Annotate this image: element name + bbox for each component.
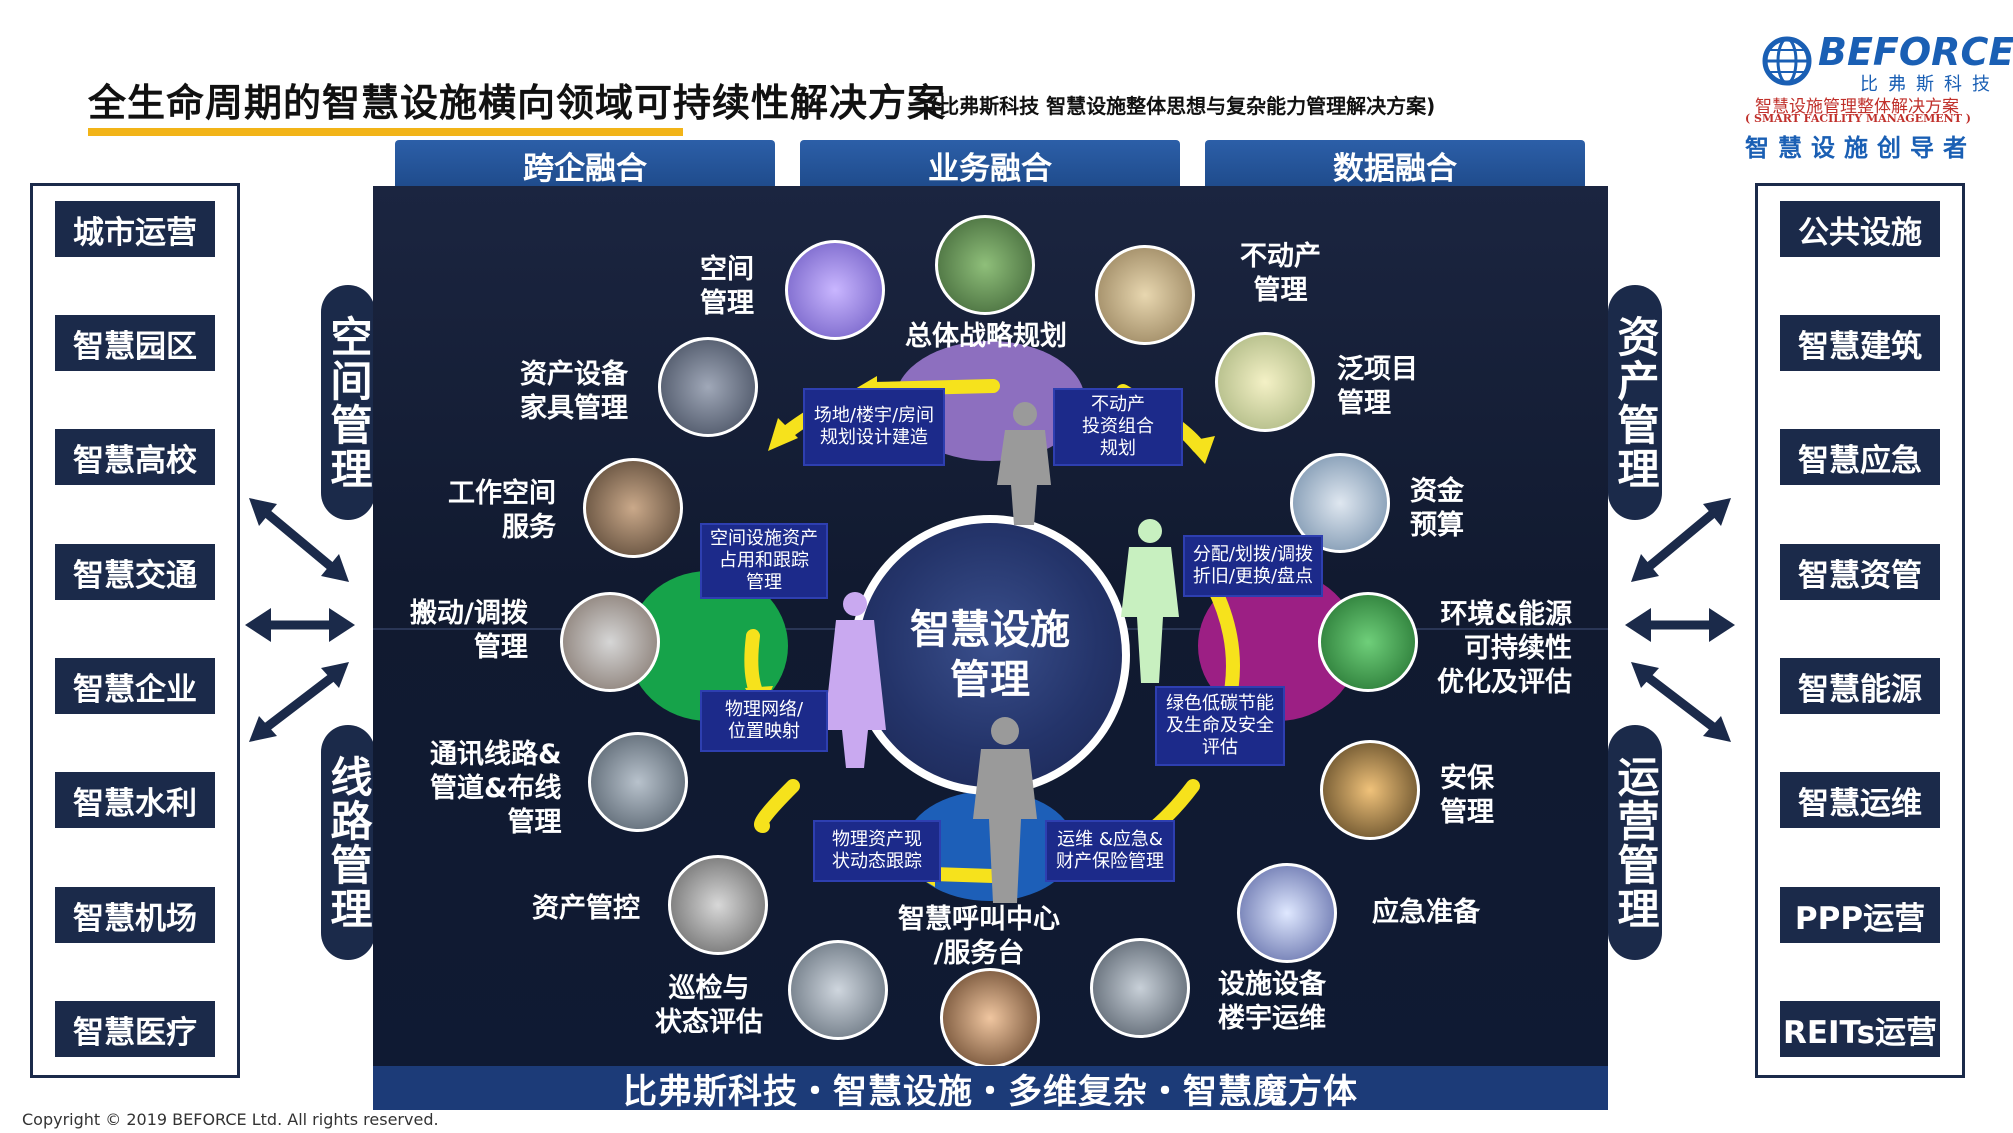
logo-tagline-en: ( SMART FACILITY MANAGEMENT ) — [1745, 112, 1971, 125]
logo-brand: BEFORCE — [1818, 30, 2013, 74]
right-item-7[interactable]: REITs运营 — [1780, 1001, 1940, 1057]
box-network-mapping: 物理网络/ 位置映射 — [700, 690, 828, 752]
logo-slogan: 智慧设施创导者 — [1745, 134, 1976, 162]
label-asset-furniture: 资产设备 家具管理 — [520, 359, 628, 424]
right-item-2[interactable]: 智慧应急 — [1780, 429, 1940, 485]
lightning-photo — [1237, 863, 1337, 963]
recycle-photo — [1318, 592, 1418, 692]
label-inspection: 巡检与 状态评估 — [655, 973, 763, 1038]
pill-asset-label: 资产管理 — [1611, 314, 1660, 491]
left-item-2[interactable]: 智慧高校 — [55, 429, 215, 485]
move-photo — [560, 592, 660, 692]
double-arrow-icon — [258, 505, 340, 575]
box-site-planning: 场地/楼宇/房间 规划设计建造 — [803, 388, 945, 466]
logo-tagline: 智慧设施管理整体解决方案 — [1755, 97, 1959, 117]
label-space-management: 空间 管理 — [700, 254, 754, 319]
right-item-0[interactable]: 公共设施 — [1780, 201, 1940, 257]
workspace-photo — [583, 458, 683, 558]
pill-ops-management: 运营管理 — [1608, 725, 1662, 960]
person-silhouette-icon — [1121, 519, 1179, 683]
label-strategy: 总体战略规划 — [905, 321, 1067, 352]
project-photo — [1215, 332, 1315, 432]
person-silhouette-icon — [997, 402, 1051, 525]
left-item-0[interactable]: 城市运营 — [55, 201, 215, 257]
security-photo — [1320, 740, 1420, 840]
logo — [1762, 30, 2002, 165]
box-green-eval: 绿色低碳节能 及生命及安全 评估 — [1155, 686, 1285, 766]
page-subtitle: (比弗斯科技 智慧设施整体思想与复杂能力管理解决方案) — [930, 94, 1436, 118]
left-item-7[interactable]: 智慧医疗 — [55, 1001, 215, 1057]
box-ops-insurance: 运维 &应急& 财产保险管理 — [1045, 820, 1175, 882]
label-real-estate: 不动产 管理 — [1240, 241, 1321, 306]
label-env-energy: 环境&能源 可持续性 优化及评估 — [1437, 599, 1572, 698]
center-label-line1: 智慧设施 — [910, 607, 1070, 653]
center-label-line2: 管理 — [950, 657, 1030, 703]
pill-line-label: 线路管理 — [324, 754, 373, 931]
left-item-4[interactable]: 智慧企业 — [55, 658, 215, 714]
right-item-4[interactable]: 智慧能源 — [1780, 658, 1940, 714]
box-space-tracking: 空间设施资产 占用和跟踪 管理 — [700, 523, 828, 599]
right-arrows — [1625, 498, 1735, 742]
space-photo — [785, 240, 885, 340]
label-asset-control: 资产管控 — [532, 893, 640, 924]
right-item-3[interactable]: 智慧资管 — [1780, 544, 1940, 600]
label-facility-ops: 设施设备 楼宇运维 — [1218, 969, 1326, 1034]
page-title: 全生命周期的智慧设施横向领域可持续性解决方案 — [88, 81, 947, 125]
inspection-photo — [788, 940, 888, 1040]
computer-photo — [668, 855, 768, 955]
right-item-5[interactable]: 智慧运维 — [1780, 772, 1940, 828]
label-fund-budget: 资金 预算 — [1410, 476, 1464, 541]
box-allocation: 分配/划拨/调拨 折旧/更换/盘点 — [1183, 535, 1323, 597]
left-item-3[interactable]: 智慧交通 — [55, 544, 215, 600]
person-silhouette-icon — [973, 717, 1037, 903]
label-telecom: 通讯线路& 管道&布线 管理 — [430, 739, 562, 838]
globe-icon — [1762, 36, 1812, 86]
footer-band: 比弗斯科技・智慧设施・多维复杂・智慧魔方体 — [373, 1066, 1608, 1112]
copyright: Copyright © 2019 BEFORCE Ltd. All rights… — [22, 1110, 439, 1129]
person-silhouette-icon — [824, 592, 886, 768]
pill-asset-management: 资产管理 — [1608, 285, 1662, 520]
maintenance-photo — [1090, 938, 1190, 1038]
label-security: 安保 管理 — [1440, 763, 1494, 828]
right-item-6[interactable]: PPP运营 — [1780, 887, 1940, 943]
left-item-1[interactable]: 智慧园区 — [55, 315, 215, 371]
box-asset-tracking: 物理资产现 状动态跟踪 — [813, 820, 941, 882]
office-photo — [658, 337, 758, 437]
left-item-6[interactable]: 智慧机场 — [55, 887, 215, 943]
telecom-photo — [588, 732, 688, 832]
building-photo — [1095, 245, 1195, 345]
label-pan-project: 泛项目 管理 — [1337, 354, 1418, 419]
campus-photo — [935, 215, 1035, 315]
label-emergency: 应急准备 — [1372, 897, 1480, 928]
double-arrow-icon — [258, 670, 340, 735]
tab-business[interactable]: 业务融合 — [800, 140, 1180, 190]
pill-space-management: 空间管理 — [321, 285, 375, 520]
label-workspace: 工作空间 服务 — [448, 478, 556, 543]
callcenter-photo — [940, 968, 1040, 1068]
pill-line-management: 线路管理 — [321, 725, 375, 960]
pill-space-label: 空间管理 — [324, 314, 373, 491]
box-real-estate-portfolio: 不动产 投资组合 规划 — [1053, 388, 1183, 466]
pill-ops-label: 运营管理 — [1611, 754, 1660, 931]
label-call-center: 智慧呼叫中心 /服务台 — [898, 904, 1060, 969]
left-item-5[interactable]: 智慧水利 — [55, 772, 215, 828]
left-arrows — [245, 498, 355, 742]
tab-cross-enterprise[interactable]: 跨企融合 — [395, 140, 775, 190]
tab-data[interactable]: 数据融合 — [1205, 140, 1585, 190]
right-item-1[interactable]: 智慧建筑 — [1780, 315, 1940, 371]
label-move: 搬动/调拨 管理 — [410, 598, 528, 663]
title-underline — [88, 128, 683, 136]
logo-company-cn: 比弗斯科技 — [1860, 74, 2000, 95]
